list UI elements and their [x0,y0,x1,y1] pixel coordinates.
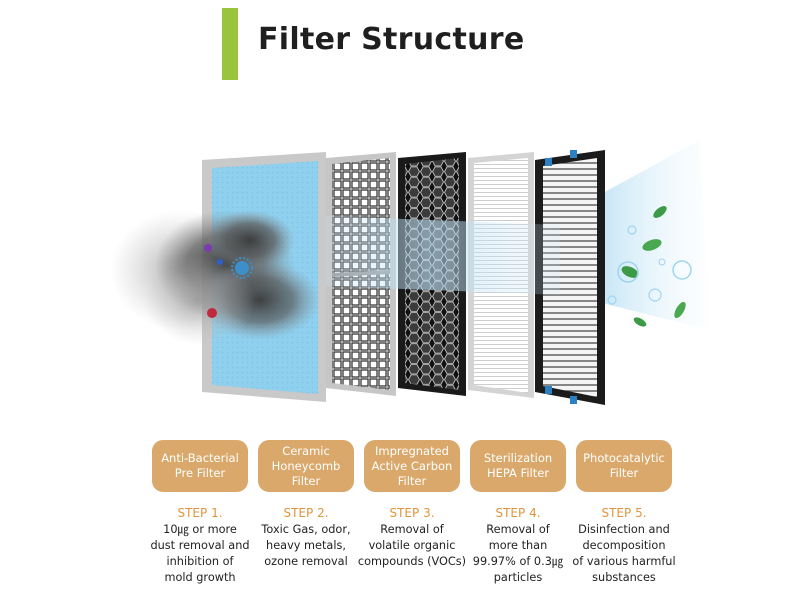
filter-label-pre-filter: Anti-Bacterial Pre Filter [152,440,248,492]
page-title: Filter Structure [258,22,525,57]
step-3-label: STEP 3. [389,506,435,520]
step-2-description: Toxic Gas, odor, heavy metals, ozone rem… [261,523,351,568]
clean-air-beam [590,140,710,330]
clean-air-leaves [607,206,692,327]
title-accent-bar [222,8,238,80]
filter-label-photocatalytic: Photocatalytic Filter [576,440,672,492]
step-4-label: STEP 4. [495,506,541,520]
step-2-label: STEP 2. [283,506,329,520]
air-flow-beam [300,215,560,295]
step-5-label: STEP 5. [601,506,647,520]
filter-label-active-carbon: Impregnated Active Carbon Filter [364,440,460,492]
step-5-description: Disinfection and decomposition of variou… [572,523,676,584]
photocatalytic-filter [535,150,605,405]
filter-illustration [110,140,710,405]
filter-label-hepa: Sterilization HEPA Filter [470,440,566,492]
step-1-label: STEP 1. [177,506,223,520]
step-3-description: Removal of volatile organic compounds (V… [357,523,467,568]
step-1-description: 10㎍ or more dust removal and inhibition … [150,523,250,584]
polluted-air-smoke [110,210,320,345]
step-4-description: Removal of more than 99.97% of 0.3㎍ part… [472,523,564,584]
filter-label-ceramic-honeycomb: Ceramic Honeycomb Filter [258,440,354,492]
